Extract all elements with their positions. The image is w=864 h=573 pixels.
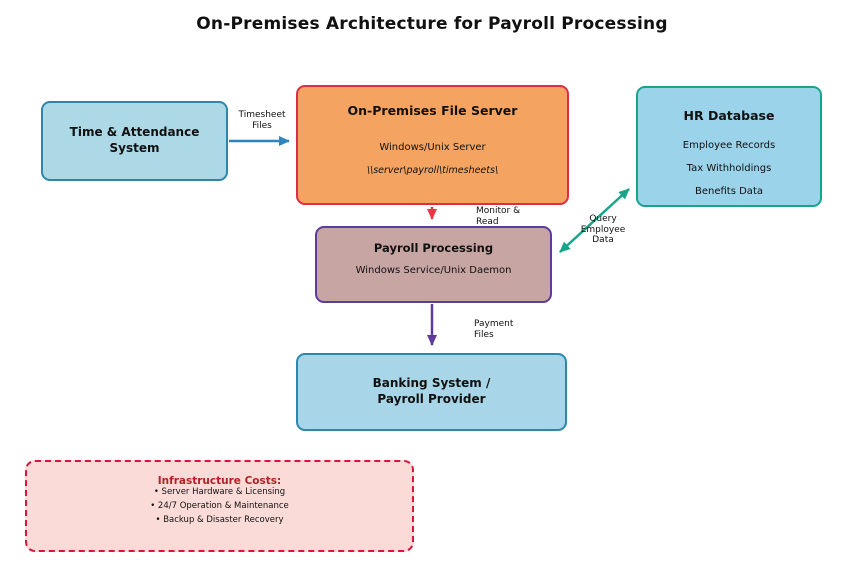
node-hr-database: HR Database Employee Records Tax Withhol… xyxy=(636,86,822,207)
payment-files-label: Payment Files xyxy=(474,319,514,340)
infrastructure-costs-title: Infrastructure Costs: xyxy=(157,475,282,487)
hr-database-title: HR Database xyxy=(683,108,775,123)
infrastructure-costs-box: Infrastructure Costs: Server Hardware & … xyxy=(25,460,414,552)
timesheet-files-label: Timesheet Files xyxy=(238,110,286,131)
node-time-attendance-system: Time & Attendance System xyxy=(41,101,228,181)
file-server-subtitle: Windows/Unix Server xyxy=(379,142,486,154)
hr-database-line: Tax Withholdings xyxy=(686,163,772,175)
cost-item: 24/7 Operation & Maintenance xyxy=(27,501,412,512)
monitor-read-label: Monitor & Read xyxy=(476,206,521,227)
hr-database-line: Benefits Data xyxy=(695,186,763,198)
file-server-title: On-Premises File Server xyxy=(347,103,518,118)
node-payroll-processing: Payroll Processing Windows Service/Unix … xyxy=(315,226,552,303)
node-banking-system: Banking System / Payroll Provider xyxy=(296,353,567,431)
cost-item: Server Hardware & Licensing xyxy=(27,487,412,498)
file-server-unc-path: \\server\payroll\timesheets\ xyxy=(366,165,499,177)
hr-database-line: Employee Records xyxy=(682,140,776,152)
query-employee-data-label: Query Employee Data xyxy=(580,214,626,246)
time-attendance-title: Time & Attendance System xyxy=(69,125,200,155)
cost-item: Backup & Disaster Recovery xyxy=(27,515,412,526)
banking-system-title: Banking System / Payroll Provider xyxy=(372,376,491,406)
node-on-premises-file-server: On-Premises File Server Windows/Unix Ser… xyxy=(296,85,569,205)
payroll-processing-title: Payroll Processing xyxy=(373,241,494,255)
payroll-processing-subtitle: Windows Service/Unix Daemon xyxy=(355,264,512,276)
diagram-title: On-Premises Architecture for Payroll Pro… xyxy=(196,14,668,34)
